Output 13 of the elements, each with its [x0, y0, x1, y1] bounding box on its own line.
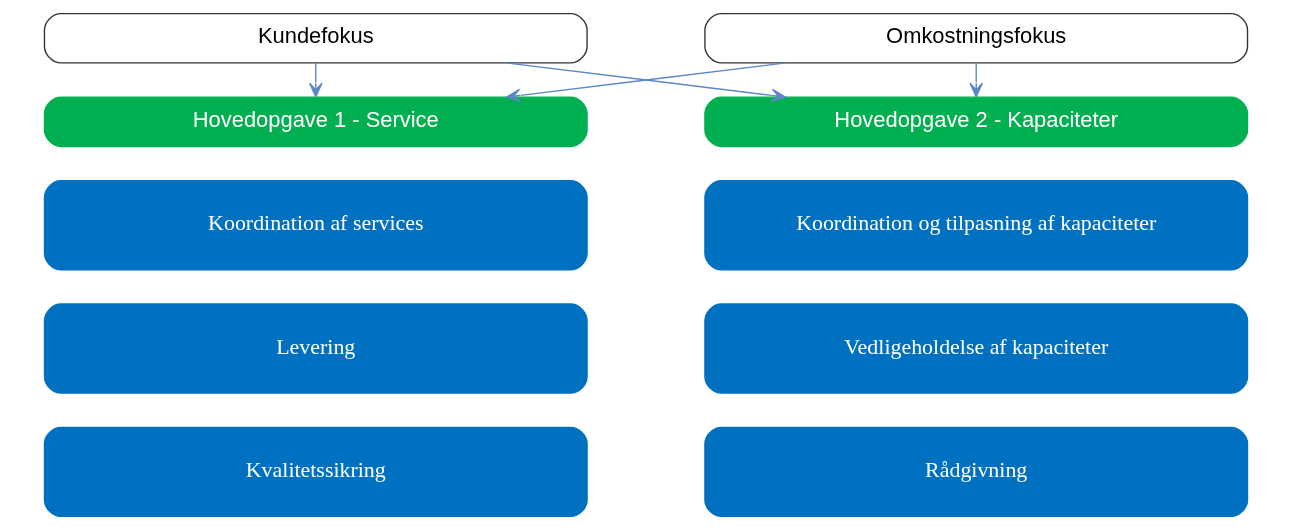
node-box: Koordination af services — [43, 180, 588, 271]
arrow — [505, 62, 786, 103]
node-box: Kvalitetssikring — [43, 426, 588, 518]
node-box: Rådgivning — [703, 426, 1248, 518]
node-box: Vedligeholdelse af kapaciteter — [703, 303, 1248, 394]
node-box: Koordination og tilpasning af kapaciteter — [703, 180, 1248, 271]
arrow — [968, 62, 983, 98]
node-box: Omkostningsfokus — [703, 12, 1248, 64]
arrow — [308, 62, 323, 98]
node-box: Kundefokus — [43, 12, 588, 64]
node-box: Levering — [43, 303, 588, 394]
node-box: Hovedopgave 2 - Kapaciteter — [703, 96, 1248, 148]
node-box: Hovedopgave 1 - Service — [43, 96, 588, 148]
